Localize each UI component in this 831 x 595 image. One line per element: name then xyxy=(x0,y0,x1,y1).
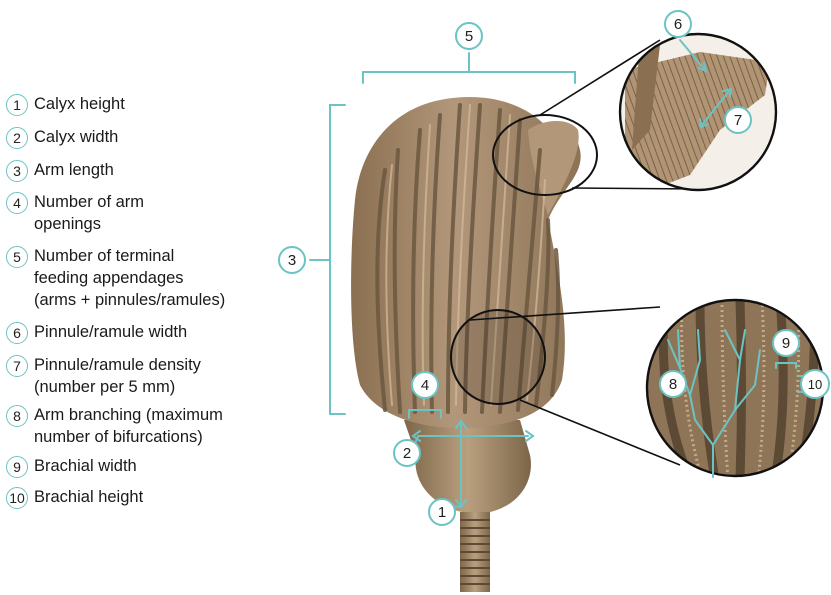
callout-9: 9 xyxy=(773,330,799,356)
callout-1: 1 xyxy=(429,499,455,525)
callout-2: 2 xyxy=(394,440,420,466)
zoom-source-bottom xyxy=(451,310,545,404)
svg-text:5: 5 xyxy=(465,28,473,45)
svg-text:2: 2 xyxy=(403,445,411,462)
callout-10: 10 xyxy=(801,370,829,398)
callout-7: 7 xyxy=(725,107,751,133)
callout-4: 4 xyxy=(412,372,438,398)
callout-5: 5 xyxy=(456,23,482,49)
svg-text:7: 7 xyxy=(734,112,742,129)
svg-text:3: 3 xyxy=(288,252,296,269)
callout-6: 6 xyxy=(665,11,691,37)
svg-text:1: 1 xyxy=(438,504,446,521)
svg-text:10: 10 xyxy=(808,377,822,392)
fossil-calyx xyxy=(404,420,531,512)
svg-text:4: 4 xyxy=(421,377,429,394)
svg-text:8: 8 xyxy=(669,376,677,393)
zoom-circle-top xyxy=(620,30,780,200)
callout-8: 8 xyxy=(660,371,686,397)
callout-3: 3 xyxy=(279,247,305,273)
fossil-stem xyxy=(460,512,490,592)
svg-text:9: 9 xyxy=(782,335,790,352)
svg-text:6: 6 xyxy=(674,16,682,33)
